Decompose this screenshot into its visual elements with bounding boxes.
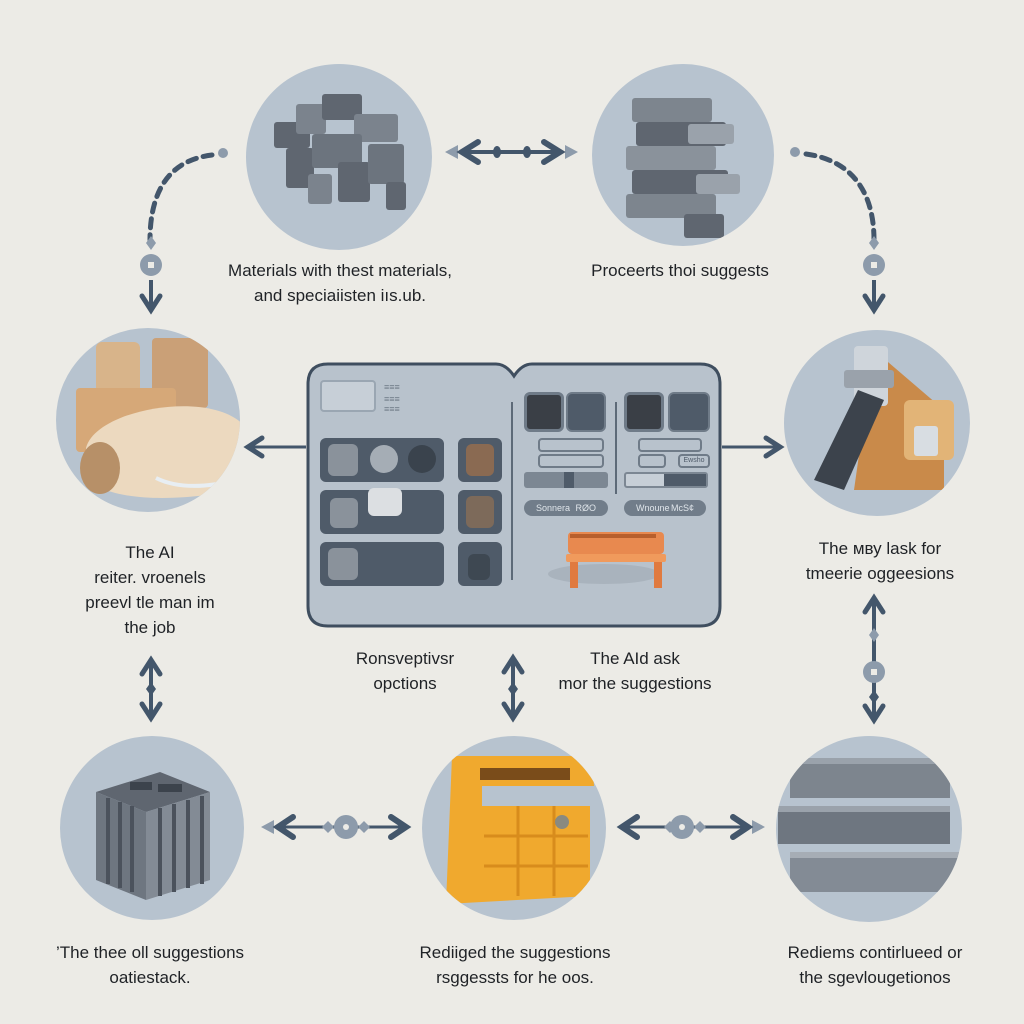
gray-cube-icon (96, 772, 210, 900)
option-pill-right-label: McS¢ (670, 503, 694, 513)
arrow-bottom-right (616, 814, 765, 840)
yellow-mold-icon (446, 756, 594, 904)
caption-line: ’The thee oll suggestions (55, 943, 245, 962)
slider-handle[interactable] (564, 472, 574, 488)
caption-line: the sgevlougetionos (799, 968, 951, 987)
caption-top-left: Materials with thest materials, and spec… (180, 258, 500, 308)
caption-mid-right: The мву lask for tmeerie oggeesions (770, 536, 990, 586)
arrow-top-right-curve (790, 147, 886, 315)
caption-line: Ronsveptivsr (355, 649, 455, 668)
caption-line: Rediems contirlueed or (787, 943, 963, 962)
arrow-left-vertical (139, 655, 163, 723)
caption-line: the job (124, 618, 176, 637)
arrow-center-vertical (501, 653, 525, 723)
node-mid-left (56, 328, 240, 512)
option-pill-2[interactable]: Wnoune McS¢ (624, 500, 706, 516)
option-pill-right-label: RØO (575, 503, 596, 513)
caption-line: The AI (125, 543, 175, 562)
caption-line: and speciaiisten iıs.ub. (254, 286, 426, 305)
panel-header-label: ≡≡≡ (384, 404, 400, 414)
caption-line: The мву lask for (818, 539, 942, 558)
panel-block-row-1 (320, 438, 444, 482)
slider-fill (664, 474, 706, 486)
badge-icon (408, 445, 436, 473)
arrow-panel-to-right (722, 435, 785, 459)
panel-block-side-3 (458, 542, 502, 586)
arrow-left-to-panel (243, 435, 306, 459)
wood-materials-icon (76, 338, 240, 498)
bracket-icon (468, 554, 490, 580)
arrow-top-left-curve (139, 148, 228, 315)
caption-line: tmeerie oggeesions (805, 564, 955, 583)
panel-block-row-2 (320, 488, 444, 534)
gray-blocks-icon (274, 94, 406, 210)
caption-line: reiter. vroenels (94, 568, 206, 587)
caption-line: Proceerts thoi suggests (591, 261, 769, 280)
segmented-control-4[interactable] (638, 454, 666, 468)
pattern-card-icon (328, 548, 358, 580)
option-pill-left-label: Sonnera (536, 503, 571, 513)
arrow-right-vertical (862, 593, 886, 725)
node-bottom-center (422, 736, 606, 920)
node-bottom-left (60, 736, 244, 920)
compass-icon (370, 445, 398, 473)
panel-header-label: ≡≡≡ (384, 382, 400, 392)
caption-top-right: Proceerts thoi suggests (550, 258, 810, 283)
device-icon (330, 498, 358, 528)
slider-bar-2[interactable] (624, 472, 708, 488)
central-ui-panel: ≡≡≡ ≡≡≡ ≡≡≡ Ewsho Sonnera RØO Wnoun (306, 362, 722, 628)
arrow-top-bidirectional (445, 139, 578, 165)
segmented-control-2[interactable] (538, 454, 604, 468)
brown-card-icon (466, 496, 494, 528)
caption-center-left: Ronsveptivsr opctions (320, 646, 490, 696)
battery-thumb[interactable] (566, 392, 606, 432)
option-pill-1[interactable]: Sonnera RØO (524, 500, 608, 516)
segmented-control-1[interactable] (538, 438, 604, 452)
panel-block-side-2 (458, 490, 502, 534)
caption-mid-left: The AI reiter. vroenels preevl tle man i… (40, 540, 260, 640)
node-mid-right (784, 330, 970, 516)
caption-bottom-left: ’The thee oll suggestions oatiestack. (20, 940, 280, 990)
device-thumb[interactable] (668, 392, 710, 432)
photo-thumb-1[interactable] (524, 392, 564, 432)
gray-beams-icon (778, 758, 962, 892)
node-top-right (592, 64, 774, 246)
panel-header-box (320, 380, 376, 412)
option-pill-left-label: Wnoune (636, 503, 670, 513)
triangle-card-icon (328, 444, 358, 476)
caption-line: Materials with thest materials, (228, 261, 452, 280)
caption-line: rsggessts for he oos. (436, 968, 594, 987)
orange-bench-icon (548, 532, 666, 588)
small-tag: Ewsho (678, 454, 710, 468)
caption-center-right: The AId ask mor the suggestions (520, 646, 750, 696)
panel-block-row-3 (320, 542, 444, 586)
node-top-left (246, 64, 432, 250)
arrow-bottom-left (261, 814, 412, 840)
panel-block-side-1 (458, 438, 502, 482)
caption-bottom-center: Rediiged the suggestions rsggessts for h… (380, 940, 650, 990)
caption-line: The AId ask (590, 649, 680, 668)
caption-line: Rediiged the suggestions (419, 943, 611, 962)
slider-bar-1[interactable] (524, 472, 608, 488)
caption-line: mor the suggestions (558, 674, 712, 693)
caption-line: opctions (373, 674, 437, 693)
caption-bottom-right: Rediems contirlueed or the sgevlougetion… (750, 940, 1000, 990)
segmented-control-3[interactable] (638, 438, 702, 452)
panel-header-label: ≡≡≡ (384, 394, 400, 404)
caption-line: oatiestack. (109, 968, 191, 987)
stacked-bricks-icon (626, 98, 740, 238)
copper-icon (466, 444, 494, 476)
machine-icon (368, 488, 402, 516)
caption-line: preevl tle man im (85, 593, 215, 612)
photo-thumb-2[interactable] (624, 392, 664, 432)
tool-wood-icon (814, 346, 954, 490)
node-bottom-right (776, 736, 962, 922)
